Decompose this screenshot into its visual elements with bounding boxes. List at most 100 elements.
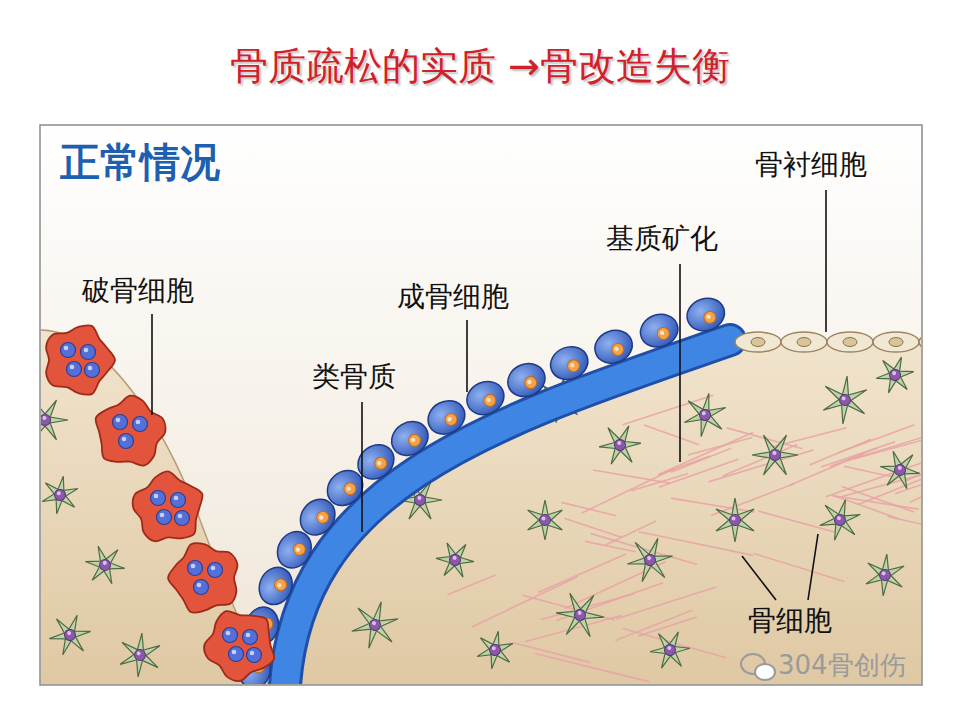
osteocyte <box>46 609 95 661</box>
osteoclast-nucleus <box>157 510 172 525</box>
osteoclast <box>204 611 274 681</box>
leader-line <box>742 556 776 600</box>
osteocyte <box>41 473 80 516</box>
osteoclast <box>96 396 166 466</box>
osteoclast-nucleus <box>151 491 166 506</box>
bone-matrix-right <box>285 340 921 684</box>
watermark-icon <box>741 654 775 680</box>
mineral-fiber <box>538 554 626 593</box>
osteoclast-nucleus <box>247 648 262 663</box>
osteoblast <box>385 415 434 462</box>
tissue-label: 类骨质 <box>312 360 396 394</box>
osteocyte <box>431 535 480 585</box>
watermark: 304骨创伤 <box>778 650 906 681</box>
osteocyte <box>528 500 563 540</box>
mineral-fiber <box>895 474 921 493</box>
osteoblast <box>636 309 682 352</box>
osteoblast <box>590 325 637 368</box>
mineral-fiber <box>854 434 921 459</box>
mineral-fiber <box>754 553 845 581</box>
osteoclast-nucleus <box>85 363 100 378</box>
cell-label: 骨衬细胞 <box>755 148 867 182</box>
mineral-fiber <box>582 468 675 513</box>
osteocyte <box>817 495 863 545</box>
osteocyte <box>475 628 514 671</box>
osteoclast <box>133 471 203 541</box>
osteoclast-nucleus <box>133 417 148 432</box>
osteoclast-nucleus <box>175 511 190 526</box>
mineral-fiber <box>535 653 649 681</box>
osteocyte <box>716 498 754 542</box>
bone-lining-cell <box>781 332 827 352</box>
mineral-fiber <box>615 610 692 640</box>
bone-lining-cell <box>919 332 921 352</box>
leader-line <box>361 402 363 532</box>
osteoclast <box>46 325 115 395</box>
osteoblast <box>546 341 593 384</box>
osteoclast-nucleus <box>113 415 128 430</box>
osteoblast <box>254 562 298 609</box>
osteoclast-nucleus <box>171 493 186 508</box>
slide-title: 骨质疏松的实质 →骨改造失衡 <box>0 44 960 90</box>
leader-line <box>808 534 818 600</box>
bone-lining-cell <box>735 332 781 352</box>
mineral-fiber <box>606 521 656 545</box>
leader-line <box>151 314 153 415</box>
osteocyte <box>119 631 161 678</box>
leader-lines <box>152 190 826 600</box>
mineral-fiber <box>830 447 879 466</box>
osteoclast-nucleus <box>61 343 76 358</box>
mineral-fiber <box>671 498 755 512</box>
osteocyte <box>549 583 611 646</box>
mineral-fiber <box>810 439 871 465</box>
osteoclast <box>168 543 237 613</box>
cell-label: 破骨细胞 <box>82 274 194 308</box>
osteoid-edge <box>285 340 730 684</box>
mineral-fiber <box>616 587 716 619</box>
osteoblast <box>683 293 729 336</box>
cell-label: 成骨细胞 <box>397 280 509 314</box>
osteocyte <box>682 390 727 440</box>
osteoblast <box>422 394 471 440</box>
osteoclast-nucleus <box>67 362 82 377</box>
osteoid-band <box>285 340 730 684</box>
osteocyte <box>623 532 676 589</box>
bone-lining-cell <box>827 332 873 352</box>
osteoclast-nucleus <box>243 630 258 645</box>
osteoclast-nucleus <box>229 647 244 662</box>
cell-label: 骨细胞 <box>748 604 832 638</box>
osteoclast-nucleus <box>119 434 134 449</box>
osteoclast-nucleus <box>194 580 209 595</box>
osteocyte <box>41 390 74 450</box>
mineral-fiber <box>638 617 697 636</box>
osteocyte <box>874 444 921 497</box>
osteoblast <box>503 358 550 402</box>
osteoclast-nucleus <box>81 345 96 360</box>
leader-line <box>466 320 468 392</box>
osteocyte <box>595 418 646 471</box>
leader-line <box>679 264 681 462</box>
mineral-fiber <box>512 643 591 663</box>
osteocyte <box>873 352 917 399</box>
osteocyte <box>865 552 905 597</box>
mineral-fiber <box>472 576 578 627</box>
osteoclast-nucleus <box>188 561 203 576</box>
mineral-fiber <box>447 575 495 595</box>
leader-line <box>825 190 827 332</box>
osteocyte <box>79 539 131 592</box>
bone-lining-cell <box>873 332 919 352</box>
mineral-fiber <box>564 518 621 537</box>
mineral-fiber <box>644 425 699 445</box>
osteoclast-nucleus <box>208 563 223 578</box>
panel-heading: 正常情况 <box>60 138 220 186</box>
osteoclast-nucleus <box>223 628 238 643</box>
osteocyte <box>822 374 868 425</box>
mineral-fiber <box>659 459 738 487</box>
mineral-fiber <box>658 432 753 474</box>
osteocyte <box>746 425 804 485</box>
mineral-fiber <box>564 562 665 609</box>
osteocyte <box>646 625 694 676</box>
osteocyte <box>349 596 402 653</box>
process-label: 基质矿化 <box>606 222 718 256</box>
osteoblast <box>461 376 509 421</box>
